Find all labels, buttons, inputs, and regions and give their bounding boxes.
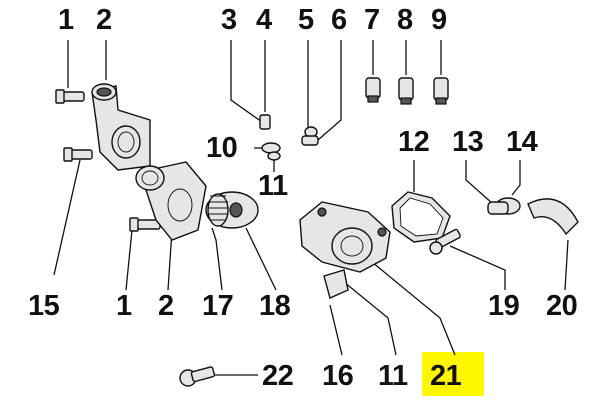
label-8: 8: [397, 4, 413, 36]
label-20: 20: [546, 290, 578, 322]
bleed-screw-part-4: [259, 114, 271, 130]
label-1-top: 1: [58, 4, 74, 36]
highlight-marker: [422, 352, 484, 396]
hose-part-13: [487, 201, 509, 215]
thermostat-part-17: [205, 191, 259, 229]
label-13: 13: [452, 126, 484, 158]
label-21: 21: [430, 360, 462, 392]
label-18: 18: [259, 290, 291, 322]
label-15: 15: [28, 290, 60, 322]
plug-part-6: [301, 126, 319, 146]
bolt-part-15: [63, 147, 93, 162]
bolt-part-19: [429, 228, 461, 255]
label-14: 14: [506, 126, 538, 158]
sensor-part-8: [398, 77, 414, 105]
outlet-housing-part-2-top: [91, 83, 151, 171]
label-2-bottom: 2: [158, 290, 174, 322]
label-1-bottom: 1: [116, 290, 132, 322]
label-6: 6: [331, 4, 347, 36]
label-19: 19: [488, 290, 520, 322]
label-12: 12: [398, 126, 430, 158]
coolant-housing-part-21: [299, 201, 391, 299]
label-3: 3: [221, 4, 237, 36]
label-16: 16: [322, 360, 354, 392]
label-11-mid: 11: [258, 170, 288, 202]
bolt-part-22: [179, 366, 216, 387]
hose-part-20: [527, 198, 579, 236]
washer-part-10: [261, 142, 281, 161]
label-5: 5: [298, 4, 314, 36]
label-4: 4: [256, 4, 272, 36]
label-9: 9: [431, 4, 447, 36]
leader-lines: [53, 40, 569, 376]
label-17: 17: [202, 290, 234, 322]
thermostat-housing-part-2-bottom: [135, 161, 207, 241]
gasket-part-12: [391, 191, 451, 243]
sensor-part-7: [365, 77, 381, 103]
label-2-top: 2: [96, 4, 112, 36]
label-22: 22: [262, 360, 294, 392]
sensor-part-9: [433, 77, 449, 105]
label-7: 7: [364, 4, 380, 36]
label-11-bottom: 11: [378, 360, 408, 392]
label-10: 10: [206, 132, 238, 164]
bolt-part-1-top: [55, 89, 85, 104]
